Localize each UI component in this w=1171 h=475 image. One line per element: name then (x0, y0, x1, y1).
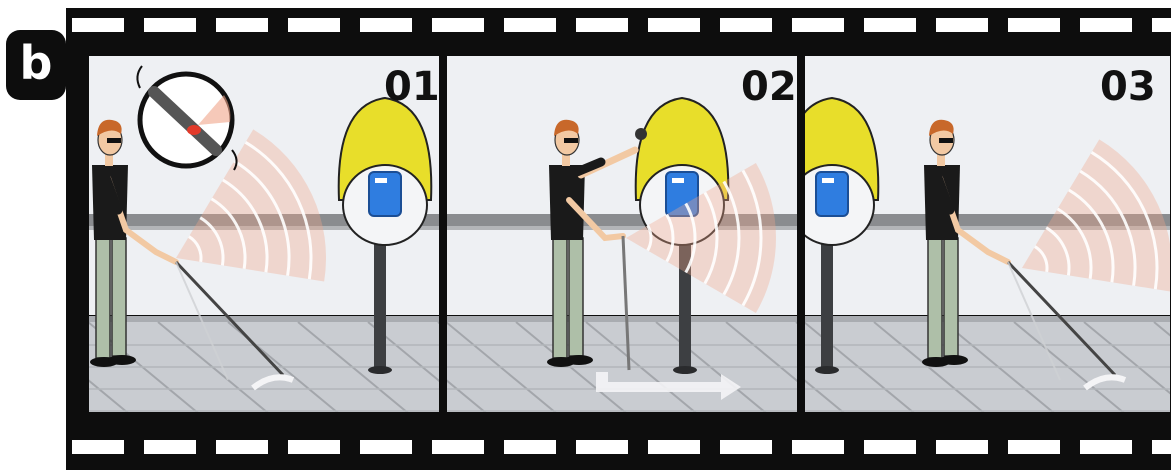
validator-slot (375, 178, 387, 183)
person-leg (569, 238, 583, 356)
person-glasses (107, 138, 121, 143)
sprocket-hole-bottom (720, 440, 772, 454)
person-shoe (940, 355, 968, 365)
sprocket-hole-top (432, 18, 484, 32)
person-leg (553, 238, 567, 358)
sprocket-hole-top (1080, 18, 1132, 32)
person-leg (96, 238, 110, 358)
sprocket-hole-bottom (432, 440, 484, 454)
sprocket-hole-bottom (216, 440, 268, 454)
validator-pole (374, 240, 386, 370)
sprocket-hole-top (720, 18, 772, 32)
person-leg (928, 238, 942, 358)
person-glasses (564, 138, 578, 143)
sprocket-hole-top (1152, 18, 1171, 32)
sprocket-hole-top (504, 18, 556, 32)
sprocket-hole-bottom (792, 440, 844, 454)
sprocket-hole-top (360, 18, 412, 32)
sprocket-hole-bottom (360, 440, 412, 454)
sprocket-hole-bottom (72, 440, 124, 454)
sprocket-hole-bottom (648, 440, 700, 454)
sprocket-hole-top (648, 18, 700, 32)
person-shoe (108, 355, 136, 365)
validator-slot (822, 178, 834, 183)
person-leg (112, 238, 126, 356)
person-glasses (939, 138, 953, 143)
sprocket-hole-top (288, 18, 340, 32)
sprocket-hole-bottom (936, 440, 988, 454)
sprocket-hole-bottom (1152, 440, 1171, 454)
floor-edge (88, 316, 440, 322)
floor-edge (804, 316, 1171, 322)
person-leg (944, 238, 958, 356)
sprocket-hole-bottom (1008, 440, 1060, 454)
sprocket-hole-top (576, 18, 628, 32)
sprocket-hole-bottom (576, 440, 628, 454)
sprocket-hole-bottom (864, 440, 916, 454)
person-shoe (565, 355, 593, 365)
panel-label: b (6, 30, 66, 100)
pole-base (815, 366, 839, 374)
sprocket-hole-top (1008, 18, 1060, 32)
frames-group (0, 55, 1171, 413)
validator-pole (821, 240, 833, 370)
sprocket-hole-bottom (144, 440, 196, 454)
pole-base (673, 366, 697, 374)
sprocket-hole-top (144, 18, 196, 32)
pole-base (368, 366, 392, 374)
frame-number-03: 03 (1100, 64, 1156, 110)
floor-edge (446, 316, 798, 322)
frame-number-02: 02 (741, 64, 797, 110)
sprocket-hole-bottom (504, 440, 556, 454)
frame-number-01: 01 (384, 64, 440, 110)
sprocket-hole-top (72, 18, 124, 32)
sprocket-hole-top (936, 18, 988, 32)
sprocket-hole-top (216, 18, 268, 32)
sprocket-hole-top (792, 18, 844, 32)
sprocket-hole-top (864, 18, 916, 32)
handheld-device (635, 128, 647, 140)
inset-sensor-light (187, 125, 201, 135)
floor-tile-line (0, 322, 58, 413)
validator-slot (672, 178, 684, 183)
sprocket-hole-bottom (288, 440, 340, 454)
sprocket-hole-bottom (1080, 440, 1132, 454)
